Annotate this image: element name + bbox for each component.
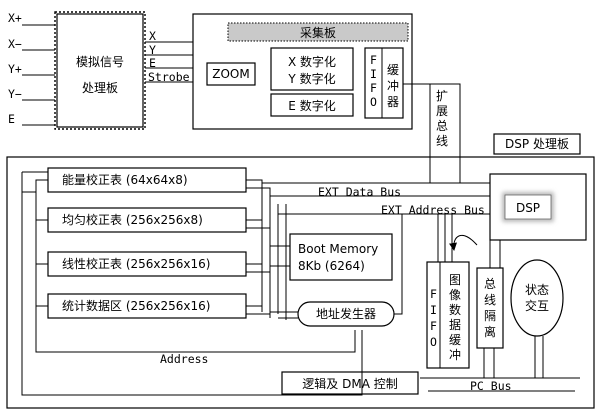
acq-buffer-char: 缓 [387, 63, 399, 77]
ext-data-bus-label: EXT Data Bus [318, 185, 401, 199]
acq-board-title: 采集板 [300, 25, 336, 40]
image-fifo-char: I [430, 303, 437, 317]
input-label-y-plus: Y+ [8, 62, 22, 76]
dsp-container [489, 173, 587, 241]
signal-strobe-label: Strobe [148, 70, 190, 84]
acq-fifo-char: O [370, 95, 377, 109]
image-buffer-char: 冲 [449, 347, 461, 362]
expansion-bus-char: 展 [436, 104, 448, 118]
bus-isolation-char: 总 [484, 277, 496, 291]
input-label-e: E [8, 112, 15, 126]
image-buffer-char: 像 [449, 288, 461, 302]
dsp-board: DSP 处理板 能量校正表 (64x64x8) 均匀校正表 (256x256x8… [6, 133, 595, 409]
logic-dma-control-label: 逻辑及 DMA 控制 [302, 377, 397, 391]
image-fifo-char: F [430, 319, 437, 333]
acq-buffer-char: 冲 [387, 78, 399, 93]
image-buffer-char: 图 [449, 273, 461, 287]
analog-board-label-1: 模拟信号 [76, 55, 124, 69]
boot-memory-label-1: Boot Memory [298, 242, 378, 256]
image-buffer-char: 数 [449, 302, 461, 317]
signal-x-label: X [149, 29, 156, 43]
expansion-bus-char: 扩 [436, 89, 448, 103]
acq-fifo-char: I [370, 67, 377, 81]
ext-address-bus-label: EXT Address Bus [381, 203, 485, 217]
input-signals: X+ X− Y+ Y− E [8, 11, 55, 126]
e-digitize-box [270, 93, 354, 117]
analog-board-label-2: 处理板 [82, 81, 118, 95]
e-digitize-label: E 数字化 [288, 98, 335, 113]
dsp-board-title: DSP 处理板 [505, 137, 569, 151]
acq-board-title-bar [228, 23, 408, 41]
bus-isolation-char: 离 [484, 324, 496, 339]
analog-board: 模拟信号 处理板 [54, 11, 146, 130]
image-buffer-char: 缓 [449, 333, 461, 347]
signal-lines: X Y E Strobe [145, 29, 193, 84]
input-label-x-minus: X− [8, 37, 22, 51]
address-bus-lines [35, 179, 356, 353]
linearity-correction-label: 线性校正表 (256x256x16) [62, 256, 210, 271]
address-generator-label: 地址发生器 [316, 306, 376, 321]
acq-fifo-buffer-box [364, 47, 404, 119]
acq-buffer-char: 器 [387, 95, 399, 109]
xy-digitize-box [270, 47, 354, 91]
bus-isolation-char: 隔 [484, 309, 496, 323]
signal-e-label: E [149, 56, 156, 70]
address-bus-label: Address [160, 352, 208, 366]
acquisition-board: 采集板 ZOOM X 数字化 Y 数字化 E 数字化 F I F O 缓 冲 器 [192, 13, 413, 130]
x-digitize-label: X 数字化 [288, 54, 336, 69]
dsp-chip [504, 194, 552, 220]
input-label-x-plus: X+ [8, 11, 22, 25]
energy-correction-label: 能量校正表 (64x64x8) [62, 172, 188, 187]
y-digitize-label: Y 数字化 [287, 71, 335, 86]
image-fifo-buffer-box [426, 261, 470, 369]
input-lines [22, 24, 55, 126]
bus-isolation-char: 线 [484, 293, 496, 307]
boot-memory-box [289, 233, 393, 281]
expansion-bus: 扩 展 总 线 [403, 83, 461, 183]
statistics-data-label: 统计数据区 (256x256x16) [62, 298, 210, 313]
image-fifo-char: O [430, 335, 437, 349]
logic-dma-control-box [281, 371, 419, 395]
acq-fifo-char: F [370, 81, 377, 95]
signal-y-label: Y [149, 43, 156, 57]
status-label-2: 交互 [525, 298, 549, 313]
image-fifo-char: F [430, 287, 437, 301]
expansion-bus-char: 线 [436, 134, 448, 148]
status-label-1: 状态 [525, 283, 549, 297]
image-buffer-char: 据 [449, 318, 461, 332]
uniformity-correction-label: 均匀校正表 (256x256x8) [62, 212, 203, 227]
expansion-bus-char: 总 [436, 119, 448, 133]
status-interaction-ellipse [510, 259, 564, 337]
input-label-y-minus: Y− [8, 87, 22, 101]
pc-bus-label: PC Bus [470, 379, 512, 393]
acq-fifo-char: F [370, 53, 377, 67]
dsp-label: DSP [516, 201, 540, 215]
zoom-box [206, 62, 256, 86]
boot-memory-label-2: 8Kb (6264) [298, 259, 365, 273]
zoom-label: ZOOM [212, 67, 249, 81]
dsp-board-title-box [493, 133, 581, 155]
